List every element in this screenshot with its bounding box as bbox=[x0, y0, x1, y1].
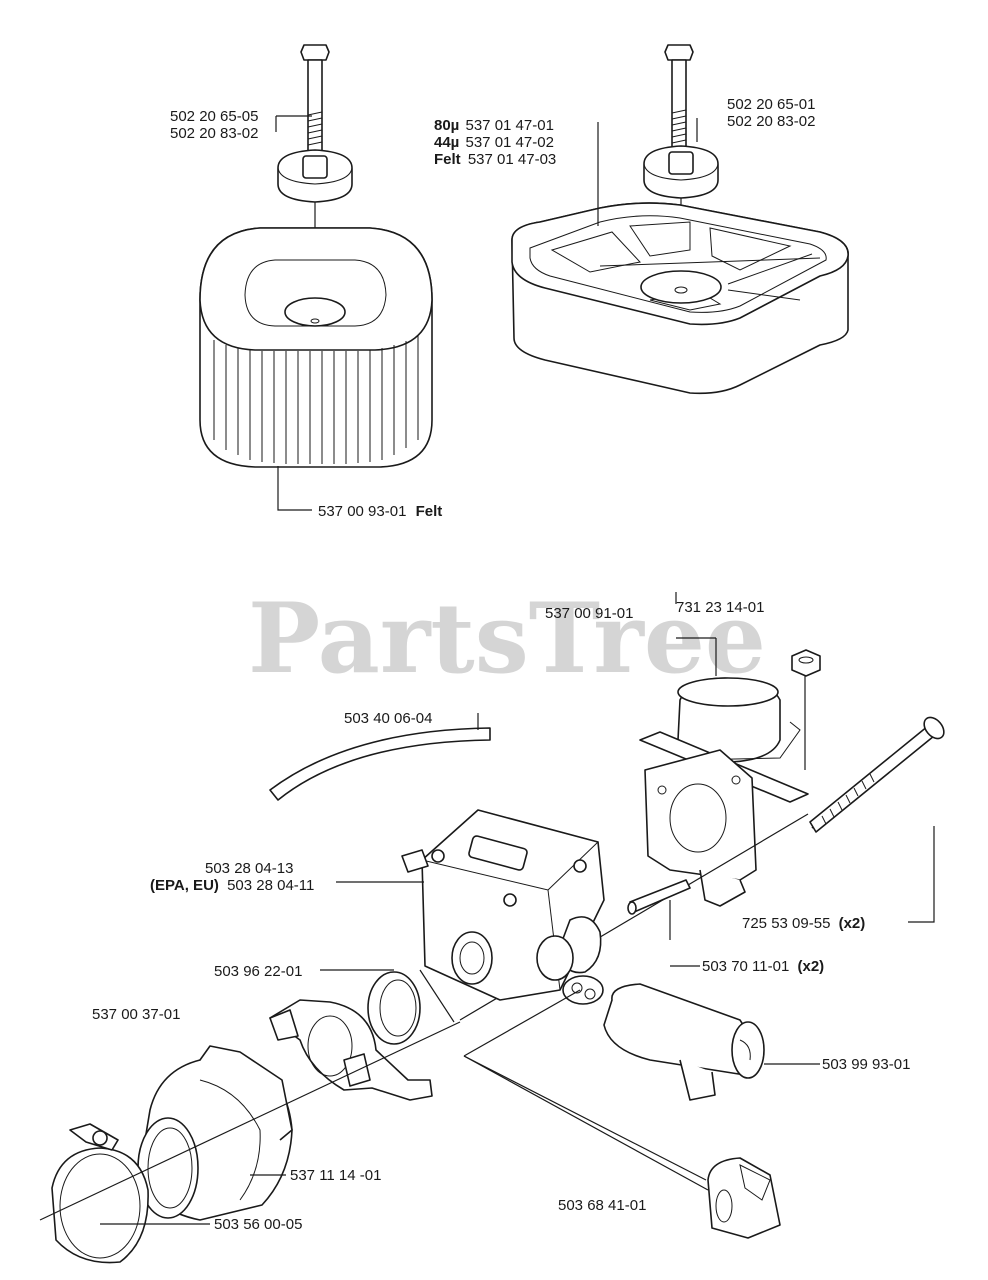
flat-air-filter-assembly bbox=[511, 44, 849, 395]
label-503-99-93-01: 503 99 93-01 bbox=[822, 1056, 910, 1073]
label-503-40-06-04: 503 40 06-04 bbox=[344, 710, 432, 727]
label-80-micron: 80µ 537 01 47-01 bbox=[434, 117, 554, 134]
carburetor-2-code: 503 28 04-11 bbox=[227, 877, 314, 894]
label-503-70-11-01: 503 70 11-01 (x2) bbox=[702, 958, 824, 975]
label-537-00-37-01: 537 00 37-01 bbox=[92, 1006, 180, 1023]
code-537-01-47-03: 537 01 47-03 bbox=[468, 151, 556, 168]
carburetor-assembly bbox=[39, 592, 945, 1264]
label-503-28-04-13: 503 28 04-13 bbox=[205, 860, 293, 877]
felt-filter-tag: Felt bbox=[416, 503, 443, 520]
pin-code: 503 70 11-01 bbox=[702, 958, 789, 975]
epa-eu-prefix: (EPA, EU) bbox=[150, 877, 219, 894]
code-537-01-47-02: 537 01 47-02 bbox=[466, 134, 554, 151]
felt-air-filter-assembly bbox=[199, 44, 433, 511]
long-bolt-qty: (x2) bbox=[839, 915, 866, 932]
prefix-felt: Felt bbox=[434, 151, 461, 168]
label-731-23-14-01: 731 23 14-01 bbox=[676, 599, 764, 616]
label-502-20-65-05: 502 20 65-05 bbox=[170, 108, 258, 125]
label-537-11-14-01: 537 11 14 -01 bbox=[290, 1167, 381, 1184]
label-502-20-65-01: 502 20 65-01 bbox=[727, 96, 815, 113]
label-503-96-22-01: 503 96 22-01 bbox=[214, 963, 302, 980]
label-44-micron: 44µ 537 01 47-02 bbox=[434, 134, 554, 151]
label-felt-filter: 537 00 93-01 Felt bbox=[318, 503, 442, 520]
label-503-68-41-01: 503 68 41-01 bbox=[558, 1197, 646, 1214]
prefix-80: 80µ bbox=[434, 117, 459, 134]
label-502-20-83-02-left: 502 20 83-02 bbox=[170, 125, 258, 142]
label-725-53-09-55: 725 53 09-55 (x2) bbox=[742, 915, 865, 932]
felt-filter-code: 537 00 93-01 bbox=[318, 503, 406, 520]
label-537-00-91-01: 537 00 91-01 bbox=[545, 605, 633, 622]
label-felt-alt: Felt 537 01 47-03 bbox=[434, 151, 556, 168]
pin-qty: (x2) bbox=[797, 958, 824, 975]
long-bolt-code: 725 53 09-55 bbox=[742, 915, 830, 932]
label-503-56-00-05: 503 56 00-05 bbox=[214, 1216, 302, 1233]
label-503-28-04-11: (EPA, EU) 503 28 04-11 bbox=[150, 877, 314, 894]
code-537-01-47-01: 537 01 47-01 bbox=[466, 117, 554, 134]
label-502-20-83-02-right: 502 20 83-02 bbox=[727, 113, 815, 130]
prefix-44: 44µ bbox=[434, 134, 459, 151]
